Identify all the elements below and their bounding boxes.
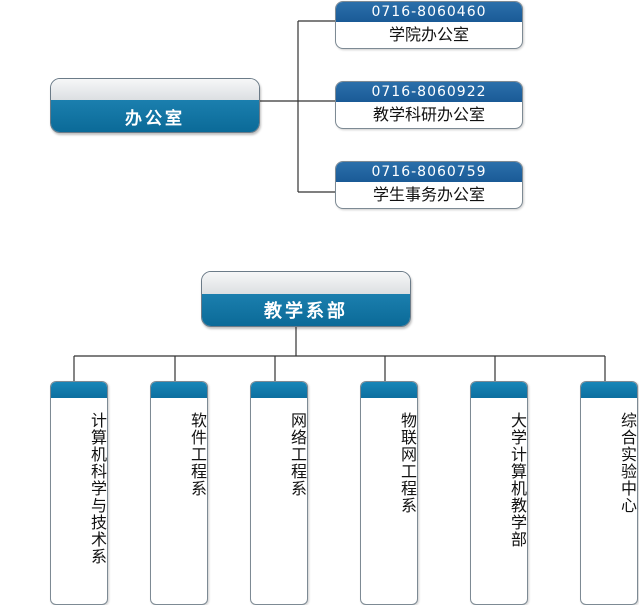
department-box-4: 物联网工程系 (360, 381, 418, 605)
office-name: 学生事务办公室 (372, 185, 485, 204)
department-cap (361, 382, 417, 398)
office-phone: 0716-8060922 (336, 82, 522, 102)
office-box-1: 0716-8060460 学院办公室 (335, 1, 523, 49)
department-cap (251, 382, 307, 398)
office-header-label: 办公室 (51, 100, 259, 132)
department-cap (581, 382, 637, 398)
office-box-3: 0716-8060759 学生事务办公室 (335, 161, 523, 209)
office-name: 教学科研办公室 (372, 105, 485, 124)
department-name: 大学计算机教学部 (508, 412, 527, 548)
office-box-2: 0716-8060922 教学科研办公室 (335, 81, 523, 129)
department-header-box: 教学系部 (201, 271, 411, 327)
department-box-2: 软件工程系 (150, 381, 208, 605)
office-name: 学院办公室 (388, 25, 469, 44)
office-header-top (51, 79, 259, 101)
office-phone: 0716-8060460 (336, 2, 522, 22)
department-box-3: 网络工程系 (250, 381, 308, 605)
department-cap (151, 382, 207, 398)
department-box-5: 大学计算机教学部 (470, 381, 528, 605)
department-header-top (202, 272, 410, 294)
office-phone: 0716-8060759 (336, 162, 522, 182)
department-name: 软件工程系 (188, 412, 207, 497)
department-name: 网络工程系 (288, 412, 307, 497)
department-box-1: 计算机科学与技术系 (50, 381, 108, 605)
department-cap (51, 382, 107, 398)
office-header-box: 办公室 (50, 78, 260, 133)
department-name: 综合实验中心 (618, 412, 637, 514)
department-box-6: 综合实验中心 (580, 381, 638, 605)
department-cap (471, 382, 527, 398)
department-name: 计算机科学与技术系 (88, 412, 107, 565)
department-name: 物联网工程系 (398, 412, 417, 514)
department-header-label: 教学系部 (202, 293, 410, 326)
